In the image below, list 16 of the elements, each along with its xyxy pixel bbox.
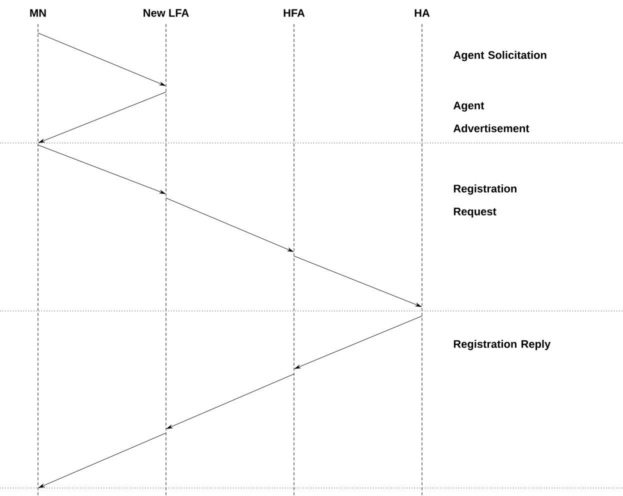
message-label: Registration Request: [454, 184, 516, 218]
message-arrow: [294, 256, 422, 307]
message-label: Agent Advertisement: [453, 102, 530, 132]
message-arrow: [38, 144, 166, 194]
lifeline: New LFA: [144, 9, 189, 496]
message-arrow: [166, 374, 294, 429]
message-label: Registration Reply: [454, 340, 551, 350]
lifeline: MN: [30, 9, 46, 496]
message-arrow: [38, 432, 166, 488]
message-label: Agent Solicitation: [453, 50, 546, 62]
message-arrow: [166, 198, 294, 252]
message-arrow: [38, 92, 166, 143]
lifeline: HA: [414, 9, 430, 496]
message-arrow: [38, 32, 166, 86]
message-arrow: [294, 316, 422, 369]
lifeline: HFA: [284, 9, 305, 496]
